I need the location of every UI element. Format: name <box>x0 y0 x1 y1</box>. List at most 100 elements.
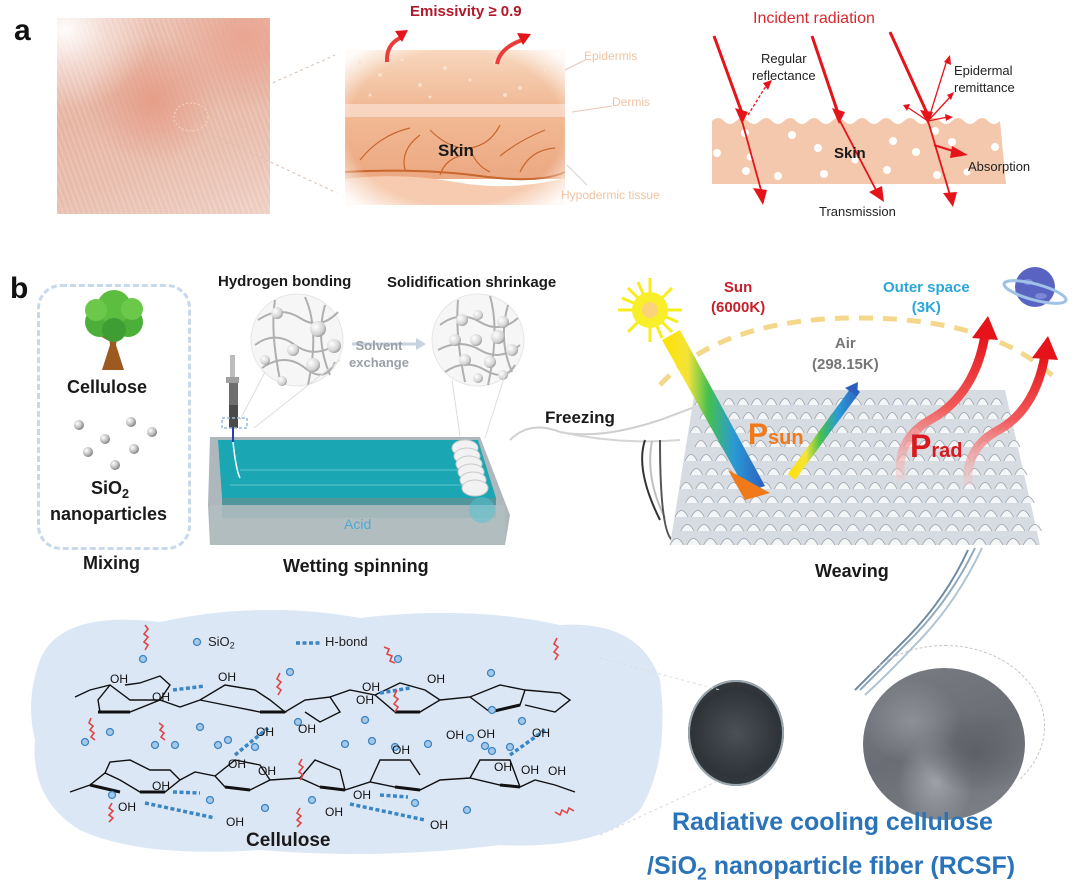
weave-loop <box>888 538 903 546</box>
weave-loop <box>1000 510 1014 518</box>
fiber-bundle-cross-section <box>688 680 784 786</box>
weave-loop <box>699 454 713 462</box>
weave-loop <box>850 426 864 434</box>
sio2-dots <box>80 654 527 815</box>
weave-loop <box>797 496 811 504</box>
wetting-spinning-caption: Wetting spinning <box>283 556 429 576</box>
weave-loop <box>858 440 872 448</box>
weave-loop <box>696 524 711 532</box>
weave-loop <box>821 482 835 490</box>
sio2-subscript: 2 <box>122 486 130 501</box>
weave-loop <box>912 454 926 462</box>
weave-loop <box>905 398 919 406</box>
weave-loop <box>882 454 895 462</box>
weave-loop <box>895 524 910 532</box>
oh-label: OH <box>427 672 445 686</box>
weave-loop <box>1011 524 1026 532</box>
regular-reflectance-arrow <box>747 85 767 116</box>
outer-space-label: Outer space (3K) <box>883 278 970 318</box>
h-bonds <box>144 684 547 822</box>
legend-sio2-main: SiO <box>208 634 230 649</box>
epidermal-remittance-line2: remittance <box>954 80 1015 95</box>
weave-loop <box>852 482 866 490</box>
weave-loop <box>983 468 997 476</box>
weave-loop <box>775 454 789 462</box>
oh-label: OH <box>353 788 371 802</box>
weave-loop <box>927 454 941 462</box>
weave-loop <box>837 510 852 518</box>
sun-label-line1: Sun <box>723 279 753 296</box>
hydrogen-bonding-label: Hydrogen bonding <box>218 273 352 290</box>
weave-loop <box>686 538 701 546</box>
weave-loop <box>1006 538 1021 546</box>
prad-arrow-2 <box>963 354 1050 486</box>
weave-loop <box>730 524 745 532</box>
air-label-line1: Air <box>834 335 856 352</box>
weave-loop <box>899 482 914 490</box>
weave-loop <box>935 510 949 518</box>
oh-label: OH <box>218 670 236 684</box>
weave-loop <box>988 454 1002 462</box>
weave-loop <box>1014 468 1028 476</box>
p-rad-subscript: rad <box>931 440 963 462</box>
weave-loop <box>938 426 951 434</box>
weave-loop <box>804 510 819 518</box>
weaving-caption: Weaving <box>815 561 889 581</box>
skin-pores <box>713 127 999 180</box>
weave-loop <box>804 538 819 546</box>
solidification-shrinkage-label: Solidification shrinkage <box>387 274 557 291</box>
weave-loop <box>992 440 1006 448</box>
weave-loop <box>928 524 943 532</box>
weave-loop <box>902 510 917 518</box>
oh-label: OH <box>325 805 343 819</box>
legend-sio2-label: SiO2 <box>208 634 235 650</box>
oh-label: OH <box>392 743 410 757</box>
weave-loop <box>914 412 927 420</box>
weave-loop <box>957 496 971 504</box>
sio2-main: SiO <box>91 478 123 498</box>
outer-space-line1: Outer space <box>883 279 970 296</box>
weave-loop <box>933 440 946 448</box>
weave-loop <box>789 482 804 490</box>
weave-loop <box>684 454 698 462</box>
weave-loop <box>931 482 945 490</box>
weave-loop <box>711 482 725 490</box>
weave-loop <box>989 496 1003 504</box>
weave-loop <box>812 524 827 532</box>
weave-loop <box>784 440 797 448</box>
weave-loop <box>994 482 1008 490</box>
weave-loop <box>951 510 966 518</box>
sun-beam-reflected <box>788 382 860 480</box>
weave-loop <box>859 468 873 476</box>
weave-loop <box>787 538 802 546</box>
weave-loop <box>703 538 718 546</box>
weave-loop <box>836 482 851 490</box>
weave-loop <box>669 538 684 546</box>
oh-label: OH <box>152 690 170 704</box>
weave-loop <box>707 510 721 518</box>
emission-arrow-1 <box>384 36 401 63</box>
weave-loop <box>760 454 774 462</box>
tree-icon <box>85 290 143 370</box>
weave-loop <box>983 510 998 518</box>
weave-loop <box>689 426 703 434</box>
legend-sio2-dot <box>192 637 202 647</box>
magnifier-circle <box>173 102 209 132</box>
oh-label: OH <box>356 693 374 707</box>
air-label: Air (298.15K) <box>812 333 879 375</box>
connector-line-bottom <box>199 128 357 203</box>
weave-loop <box>674 510 689 518</box>
cellulose-chains <box>69 675 576 793</box>
transmission-label: Transmission <box>819 204 896 219</box>
weave-loop <box>921 538 937 546</box>
rcsf-line2-suffix: nanoparticle fiber (RCSF) <box>706 852 1016 880</box>
weave-loop <box>713 524 728 532</box>
epidermis-leader <box>564 59 586 71</box>
weave-loop <box>861 496 875 504</box>
epidermal-remittance-label: Epidermal remittance <box>954 62 1015 96</box>
oh-label: OH <box>477 727 495 741</box>
connector-line-top <box>206 51 343 113</box>
weave-loop <box>728 412 741 420</box>
weave-loop <box>806 426 820 434</box>
